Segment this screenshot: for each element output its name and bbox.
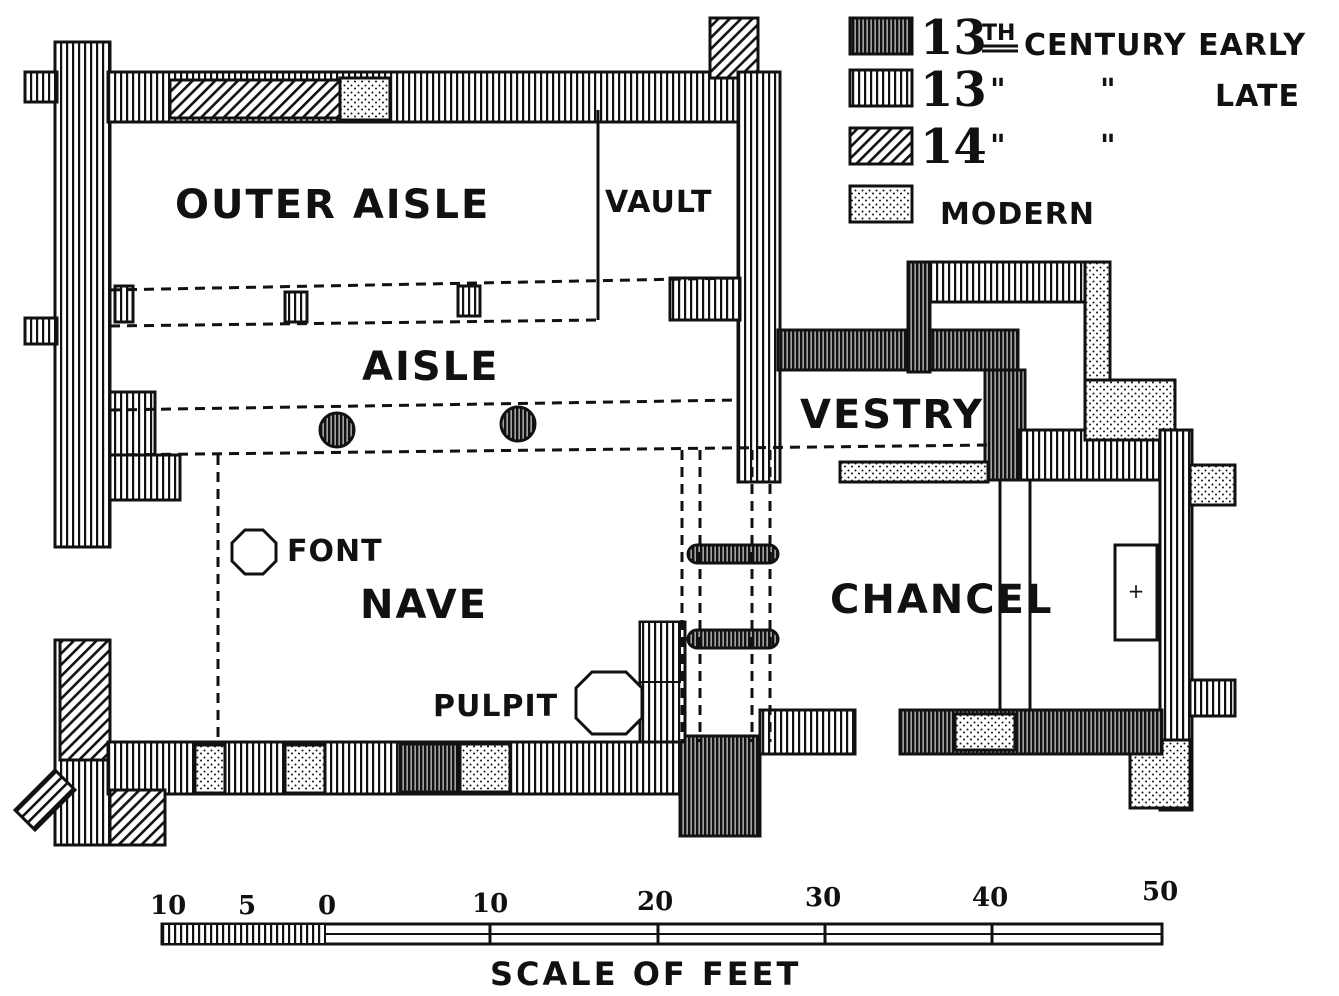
scale-tick-4: 20 [637,887,673,917]
nave-label: NAVE [360,582,488,628]
legend-swatch-modern [848,184,914,224]
legend-num-3: 14 [920,119,987,175]
scale-bar: 10 5 0 10 20 30 40 50 SCALE OF FEET [150,877,1178,993]
altar-cross: + [1128,579,1145,603]
legend-text-2: LATE [1215,79,1300,114]
legend-sup-1: TH [982,21,1015,46]
outer-aisle-label: OUTER AISLE [175,182,490,228]
scale-tick-3: 10 [472,889,508,919]
scale-tick-7: 50 [1142,877,1178,907]
legend-ditto-2a: " [990,73,1007,108]
legend: 13 TH CENTURY EARLY 13 " " LATE 14 " " M… [848,10,1306,232]
scale-tick-2: 0 [318,891,336,921]
arcade-lines [109,276,991,742]
legend-ditto-3a: " [990,129,1007,164]
pulpit-symbol [574,670,644,736]
scale-tick-0: 10 [150,891,186,921]
room-labels: OUTER AISLE VAULT AISLE VESTRY NAVE CHAN… [175,182,1053,724]
legend-ditto-3b: " [1100,129,1117,164]
scale-tick-5: 30 [805,883,841,913]
vestry-label: VESTRY [800,392,984,438]
scale-label: SCALE OF FEET [490,955,801,993]
pulpit-label: PULPIT [433,689,558,724]
legend-ditto-2b: " [1100,73,1117,108]
legend-text-4: MODERN [940,197,1095,232]
aisle-label: AISLE [362,344,499,390]
legend-swatch-14th [848,126,914,166]
legend-num-1: 13 [920,10,987,66]
walls [12,16,1237,847]
piers [113,284,780,650]
vault-label: VAULT [605,185,712,220]
chancel-label: CHANCEL [830,577,1053,623]
legend-num-2: 13 [920,62,987,118]
font-label: FONT [287,534,383,569]
legend-text-1: CENTURY EARLY [1024,28,1306,63]
scale-tick-6: 40 [972,883,1008,913]
interior-lines [596,110,1159,710]
legend-swatch-late [848,68,914,108]
scale-tick-1: 5 [238,891,256,921]
legend-swatch-early [848,16,914,56]
pulpit-stairs [639,621,681,683]
font-symbol [230,528,278,576]
